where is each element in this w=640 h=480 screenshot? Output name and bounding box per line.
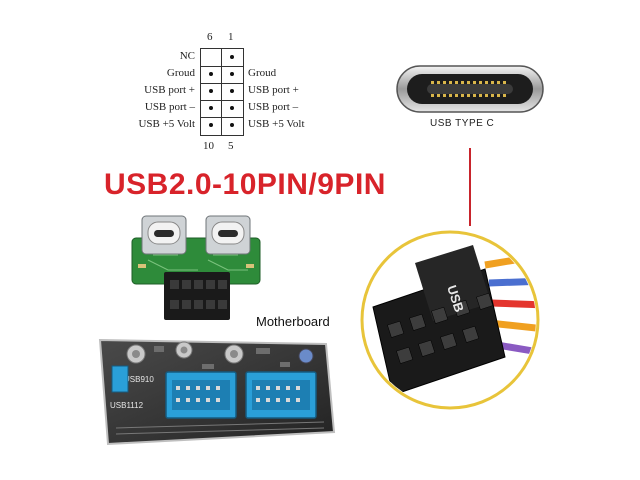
magnified-connector-view: USB	[360, 230, 540, 410]
pin-label-left-ground: Groud	[166, 67, 195, 79]
usb-type-c-label: USB TYPE C	[430, 118, 495, 129]
pin-label-right-5v: USB +5 Volt	[248, 118, 305, 130]
motherboard-label: Motherboard	[256, 314, 330, 329]
silkscreen-usb1112: USB1112	[110, 401, 144, 410]
pin-label-right-usb-plus: USB port +	[248, 84, 299, 96]
pin-label-right-usb-minus: USB port –	[248, 101, 299, 113]
pin-grid	[200, 48, 244, 136]
motherboard-illustration: USB910 USB1112	[98, 338, 336, 446]
pin-number-10: 10	[203, 140, 214, 152]
pin-label-left-usb-plus: USB port +	[144, 84, 195, 96]
adapter-board-illustration	[131, 215, 261, 320]
usb-type-c-illustration	[396, 65, 544, 113]
pin-label-left-5v: USB +5 Volt	[138, 118, 195, 130]
pin-label-left-nc: NC	[179, 50, 195, 62]
pin-label-left-usb-minus: USB port –	[144, 101, 195, 113]
pin-number-6: 6	[207, 31, 213, 43]
pin-number-1: 1	[228, 31, 234, 43]
silkscreen-usb910: USB910	[124, 375, 154, 384]
product-title: USB2.0-10PIN/9PIN	[104, 168, 386, 201]
callout-line	[469, 148, 471, 226]
pin-label-right-ground: Groud	[248, 67, 277, 79]
pin-number-5: 5	[228, 140, 234, 152]
